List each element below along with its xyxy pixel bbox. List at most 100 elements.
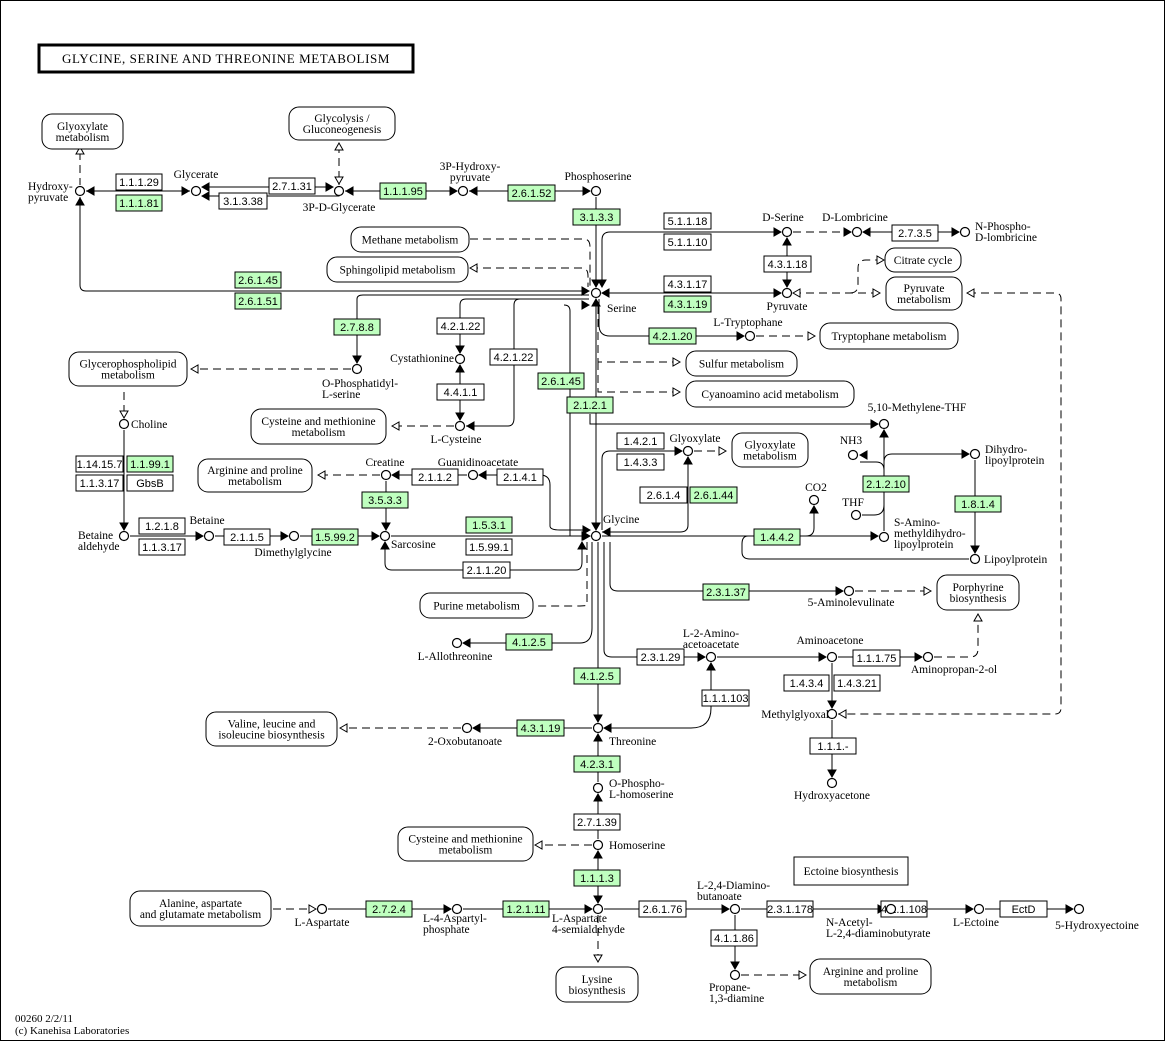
compound-3p-d-glycerate[interactable]: 3P-D-Glycerate xyxy=(303,185,376,215)
enzyme-box[interactable] xyxy=(573,755,621,773)
enzyme-box[interactable] xyxy=(573,667,621,685)
compound-2-oxobutanoate[interactable]: 2-Oxobutanoate xyxy=(428,722,502,749)
enzyme-1-1-99-1[interactable]: 1.1.99.1 xyxy=(126,455,174,473)
compound-sarcosine[interactable]: Sarcosine xyxy=(379,530,436,552)
enzyme-box[interactable] xyxy=(616,453,665,471)
compound-glyoxylate[interactable]: Glyoxylate xyxy=(669,433,721,457)
compound-node[interactable] xyxy=(454,420,466,432)
compound-serine[interactable]: Serine xyxy=(590,287,637,316)
enzyme-box[interactable] xyxy=(436,317,485,335)
compound-node[interactable] xyxy=(592,782,604,794)
enzyme-box[interactable] xyxy=(763,255,812,273)
enzyme-4-1-2-5[interactable]: 4.1.2.5 xyxy=(573,667,621,685)
enzyme-1-1-1-81[interactable]: 1.1.1.81 xyxy=(115,194,163,212)
enzyme-box[interactable] xyxy=(689,486,738,504)
compound-node[interactable] xyxy=(288,530,300,542)
enzyme-box[interactable] xyxy=(701,689,750,707)
enzyme-1-4-3-4[interactable]: 1.4.3.4 xyxy=(783,674,830,692)
compound-node[interactable] xyxy=(316,903,328,915)
enzyme-1-1-3-17[interactable]: 1.1.3.17 xyxy=(138,538,186,556)
pathway-link-box[interactable] xyxy=(41,113,124,150)
enzyme-box[interactable] xyxy=(663,233,712,251)
pathway-link-box[interactable] xyxy=(68,351,188,387)
enzyme-2-6-1-44[interactable]: 2.6.1.44 xyxy=(689,486,738,504)
compound-node[interactable] xyxy=(826,651,838,663)
enzyme-2-7-8-8[interactable]: 2.7.8.8 xyxy=(333,318,381,336)
enzyme-4-3-1-19[interactable]: 4.3.1.19 xyxy=(663,295,712,313)
compound-node[interactable] xyxy=(592,722,604,734)
enzyme-1-1-3-17[interactable]: 1.1.3.17 xyxy=(75,474,124,492)
enzyme-3-1-3-3[interactable]: 3.1.3.3 xyxy=(572,208,621,226)
compound-node[interactable] xyxy=(379,530,391,542)
pathway-link-sphingolipid-metabolism[interactable]: Sphingolipid metabolism xyxy=(326,256,469,283)
pathway-link-box[interactable] xyxy=(397,826,534,862)
compound-l-2-amino-acetoacetate[interactable]: L-2-Amino-acetoacetate xyxy=(683,628,739,663)
compound-node[interactable] xyxy=(922,651,934,663)
pathway-link-box[interactable] xyxy=(731,432,809,468)
enzyme-1-4-4-2[interactable]: 1.4.4.2 xyxy=(753,528,801,546)
enzyme-box[interactable] xyxy=(234,271,282,289)
enzyme-box[interactable] xyxy=(999,900,1048,918)
enzyme-box[interactable] xyxy=(465,538,513,556)
compound-node[interactable] xyxy=(590,287,602,299)
enzyme-1-4-2-1[interactable]: 1.4.2.1 xyxy=(616,432,665,450)
compound-guanidinoacetate[interactable]: Guanidinoacetate xyxy=(438,457,518,481)
enzyme-2-1-1-5[interactable]: 2.1.1.5 xyxy=(223,528,271,546)
compound-node[interactable] xyxy=(885,903,897,915)
compound-nh3[interactable]: NH3 xyxy=(840,435,863,461)
enzyme-box[interactable] xyxy=(638,900,687,918)
compound-o-phosphatidyl-l-serine[interactable]: O-Phosphatidyl-L-serine xyxy=(322,363,398,402)
enzyme-1-14-15-7[interactable]: 1.14.15.7 xyxy=(75,455,124,473)
compound-l-2-4-diamino-butanoate[interactable]: L-2,4-Diamino-butanoate xyxy=(697,880,770,915)
compound-node[interactable] xyxy=(850,509,862,521)
enzyme-box[interactable] xyxy=(648,327,697,345)
enzyme-5-1-1-10[interactable]: 5.1.1.10 xyxy=(663,233,712,251)
pathway-link-box[interactable] xyxy=(205,711,338,747)
enzyme-2-3-1-178[interactable]: 2.3.1.178 xyxy=(766,900,814,918)
pathway-link-citrate-cycle[interactable]: Citrate cycle xyxy=(884,247,962,273)
compound-co2[interactable]: CO2 xyxy=(805,482,827,506)
compound-node[interactable] xyxy=(592,903,604,915)
enzyme-2-3-1-29[interactable]: 2.3.1.29 xyxy=(636,648,685,666)
compound-node[interactable] xyxy=(451,637,463,649)
compound-node[interactable] xyxy=(843,585,855,597)
enzyme-2-1-1-2[interactable]: 2.1.1.2 xyxy=(411,468,459,486)
pathway-link-cyanoamino-acid-metabolism[interactable]: Cyanoamino acid metabolism xyxy=(685,380,855,408)
enzyme-1-1-1[interactable]: 1.1.1.- xyxy=(809,737,857,755)
compound-node[interactable] xyxy=(781,287,793,299)
enzyme-2-1-4-1[interactable]: 2.1.4.1 xyxy=(496,468,544,486)
enzyme-3-5-3-3[interactable]: 3.5.3.3 xyxy=(361,491,409,509)
enzyme-4-2-3-1[interactable]: 4.2.3.1 xyxy=(573,755,621,773)
enzyme-4-1-1-86[interactable]: 4.1.1.86 xyxy=(710,929,758,947)
enzyme-box[interactable] xyxy=(126,455,174,473)
compound-hydroxyacetone[interactable]: Hydroxyacetone xyxy=(794,777,870,803)
enzyme-4-3-1-17[interactable]: 4.3.1.17 xyxy=(663,275,712,293)
pathway-link-box[interactable] xyxy=(685,380,855,408)
compound-threonine[interactable]: Threonine xyxy=(592,722,657,749)
enzyme-box[interactable] xyxy=(639,486,688,504)
enzyme-box[interactable] xyxy=(663,212,712,230)
compound-node[interactable] xyxy=(592,839,604,851)
enzyme-4-3-1-19[interactable]: 4.3.1.19 xyxy=(516,719,565,737)
enzyme-1-5-99-2[interactable]: 1.5.99.2 xyxy=(311,528,359,546)
compound-l-4-aspartyl-phosphate[interactable]: L-4-Aspartyl-phosphate xyxy=(423,903,487,937)
enzyme-2-6-1-52[interactable]: 2.6.1.52 xyxy=(507,184,556,202)
enzyme-2-7-2-4[interactable]: 2.7.2.4 xyxy=(365,900,413,918)
compound-3p-hydroxy-pyruvate[interactable]: 3P-Hydroxy-pyruvate xyxy=(440,161,501,197)
enzyme-box[interactable] xyxy=(663,275,712,293)
enzyme-2-7-1-39[interactable]: 2.7.1.39 xyxy=(573,813,621,831)
enzyme-box[interactable] xyxy=(115,173,163,191)
enzyme-5-1-1-18[interactable]: 5.1.1.18 xyxy=(663,212,712,230)
compound-node[interactable] xyxy=(826,777,838,789)
enzyme-2-3-1-37[interactable]: 2.3.1.37 xyxy=(702,583,750,601)
enzyme-2-6-1-45[interactable]: 2.6.1.45 xyxy=(234,271,282,289)
enzyme-3-1-3-38[interactable]: 3.1.3.38 xyxy=(218,192,268,210)
enzyme-box[interactable] xyxy=(702,583,750,601)
enzyme-box[interactable] xyxy=(223,528,271,546)
